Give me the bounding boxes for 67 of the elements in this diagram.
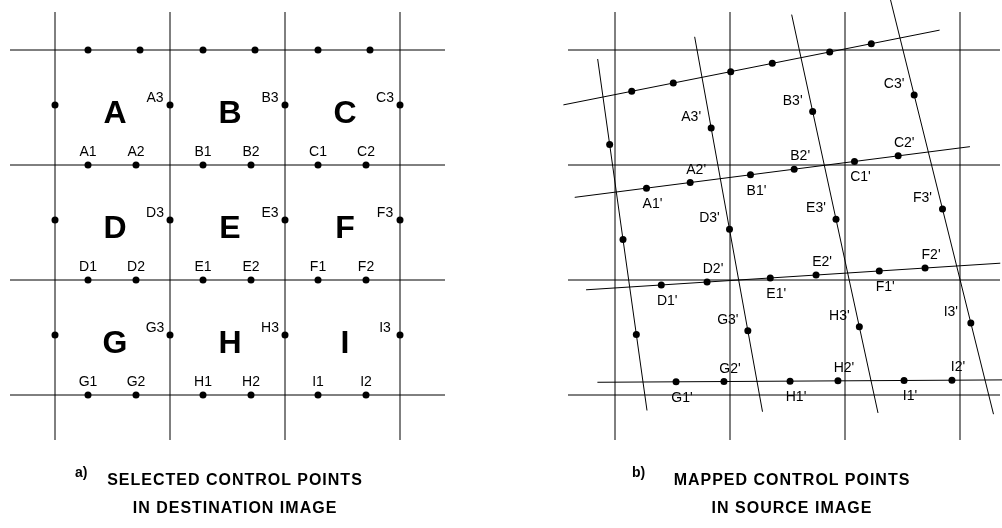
- point-label: F1': [875, 277, 895, 294]
- region-letter: A: [103, 95, 127, 129]
- region-letter: I: [340, 325, 350, 359]
- panel-marker: a): [75, 464, 88, 480]
- point-label: H2: [242, 373, 260, 389]
- point-label: C2: [357, 143, 375, 159]
- point-label: F1: [309, 258, 327, 274]
- point-label: E2': [812, 253, 832, 269]
- point-label: F3: [376, 204, 394, 220]
- region-letter: H: [218, 325, 242, 359]
- point-label: C3': [883, 75, 905, 91]
- point-label: D1': [657, 291, 678, 308]
- point-label: E2: [242, 258, 260, 274]
- point-label: C3: [376, 89, 394, 105]
- region-letter: D: [103, 210, 127, 244]
- point-label: I1: [312, 373, 324, 389]
- point-label: C2': [893, 133, 915, 150]
- region-letter: C: [333, 95, 357, 129]
- point-label: E3': [806, 199, 826, 216]
- point-label: C1': [850, 168, 871, 185]
- point-label: D3': [699, 209, 720, 226]
- point-label: H1: [194, 373, 212, 389]
- point-label: H3: [261, 319, 279, 335]
- region-letter: E: [219, 210, 241, 244]
- point-label: D2': [702, 260, 724, 276]
- region-letter: G: [102, 325, 128, 359]
- point-label: I2': [950, 358, 966, 375]
- panel-marker: b): [632, 464, 646, 480]
- point-label: G1: [78, 373, 98, 389]
- point-label: G1': [671, 388, 693, 405]
- point-label: E1: [194, 258, 212, 274]
- point-label: H3': [829, 306, 850, 323]
- point-label: B2': [790, 147, 811, 164]
- point-label: G3: [145, 319, 165, 335]
- point-label: C1: [309, 143, 327, 159]
- point-label: A3: [146, 89, 164, 105]
- point-label: B1: [194, 143, 212, 159]
- point-label: E3: [261, 204, 279, 220]
- point-label: I1': [902, 387, 918, 404]
- point-label: B3': [782, 91, 803, 108]
- point-label: G2: [126, 373, 146, 389]
- point-label: A2': [686, 160, 707, 177]
- point-label: I3': [943, 303, 958, 319]
- point-label: I3: [379, 319, 391, 335]
- point-label: G3': [717, 310, 739, 327]
- region-letter: F: [335, 210, 355, 244]
- panel-caption: MAPPED CONTROL POINTS IN SOURCE IMAGE: [672, 470, 912, 518]
- point-label: D3: [146, 204, 164, 220]
- point-label: F2: [357, 258, 375, 274]
- point-label: D2: [127, 258, 145, 274]
- point-label: A1: [79, 143, 97, 159]
- point-label: A2: [127, 143, 145, 159]
- point-label: E1': [766, 284, 787, 301]
- point-label: B1': [746, 181, 767, 198]
- point-label: D1: [79, 258, 97, 274]
- point-label: H2': [833, 358, 855, 375]
- point-label: F3': [913, 189, 932, 205]
- point-label: H1': [785, 388, 807, 405]
- region-letter: B: [218, 95, 242, 129]
- point-label: F2': [921, 246, 941, 262]
- point-label: G2': [719, 359, 741, 376]
- point-label: A3': [681, 108, 702, 124]
- point-label: B3: [261, 89, 279, 105]
- point-label: A1': [642, 195, 663, 212]
- point-label: B2: [242, 143, 260, 159]
- point-label: I2: [360, 373, 372, 389]
- panel-caption: SELECTED CONTROL POINTS IN DESTINATION IMAGE: [106, 470, 364, 518]
